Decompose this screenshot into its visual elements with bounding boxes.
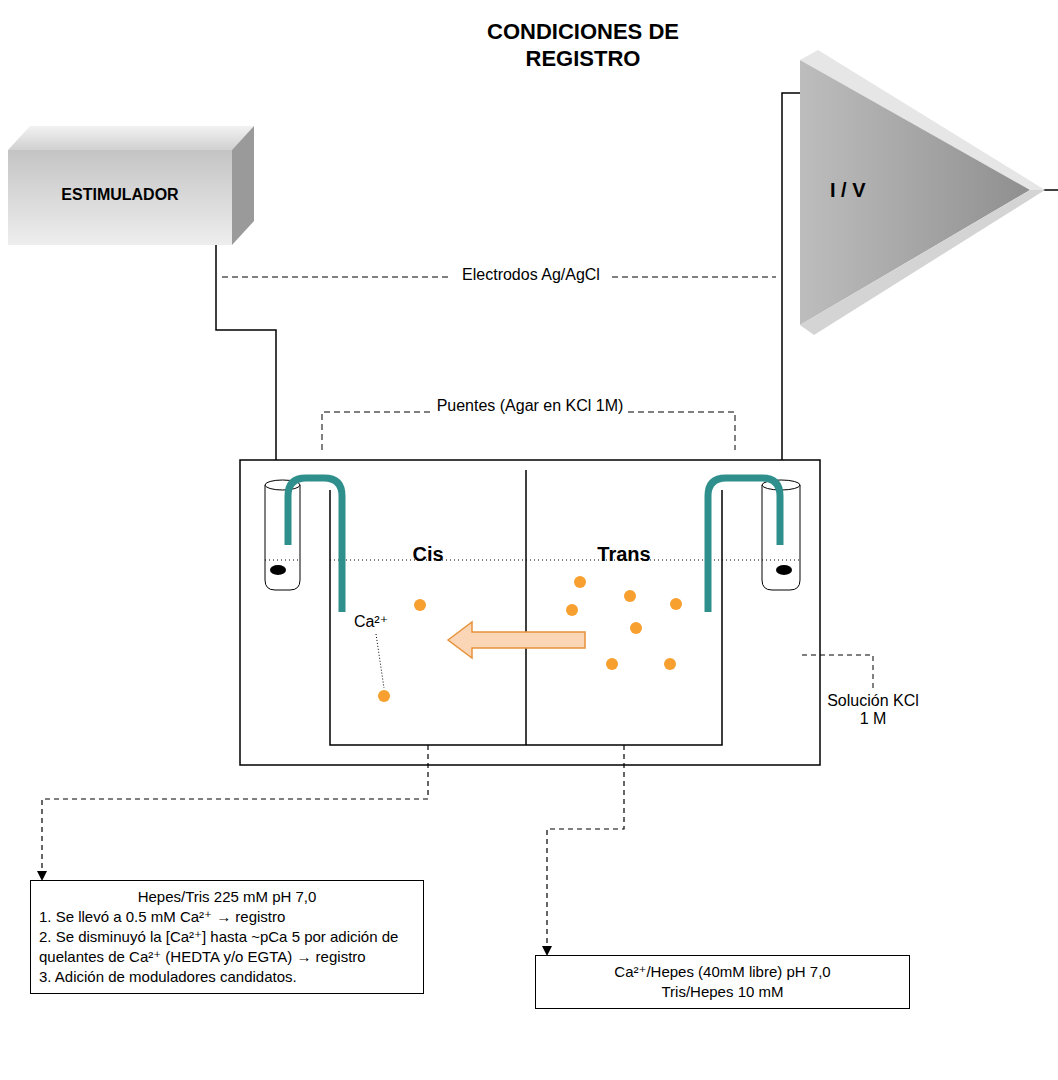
leader-line bbox=[376, 634, 384, 688]
bracket bbox=[628, 412, 735, 450]
node-text: I / V bbox=[830, 179, 866, 202]
amplifier-triangle: I / V bbox=[800, 50, 1045, 340]
node-text: Ca²⁺/Hepes (40mM libre) pH 7,0 bbox=[544, 962, 901, 982]
chamber-housing bbox=[240, 460, 820, 765]
node-text: Cis bbox=[330, 543, 526, 566]
leader-line bbox=[612, 277, 776, 278]
calcium-ions bbox=[378, 576, 682, 702]
solution-label: Solución KCl 1 M bbox=[826, 692, 920, 728]
leader-line bbox=[802, 655, 873, 688]
bridge-label: Puentes (Agar en KCl 1M) bbox=[432, 396, 628, 416]
electrode bbox=[776, 565, 792, 575]
box-side-face bbox=[232, 126, 254, 245]
bilayer-divider bbox=[525, 470, 527, 745]
liquid-level bbox=[330, 560, 800, 561]
node-text: Trans bbox=[526, 543, 722, 566]
node-text: Hepes/Tris 225 mM pH 7,0 bbox=[39, 887, 415, 907]
node-text: 3. Adición de moduladores candidatos. bbox=[39, 967, 415, 987]
node-text: 1. Se llevó a 0.5 mM Ca²⁺ → registro bbox=[39, 907, 415, 927]
flux-arrow bbox=[448, 622, 585, 658]
kcl-tube bbox=[265, 485, 300, 590]
agar-bridge bbox=[708, 478, 780, 612]
agar-bridge bbox=[288, 478, 342, 612]
node-text: Tris/Hepes 10 mM bbox=[544, 982, 901, 1002]
node-text: 2. Se disminuyó la [Ca²⁺] hasta ~pCa 5 p… bbox=[39, 927, 415, 967]
ion-label: Ca²⁺ bbox=[346, 612, 396, 631]
cis-compartment: Cis bbox=[330, 535, 526, 745]
node-text: ESTIMULADOR bbox=[61, 186, 178, 204]
bracket bbox=[322, 412, 432, 450]
trans-solution-box: Ca²⁺/Hepes (40mM libre) pH 7,0Tris/Hepes… bbox=[535, 955, 910, 1009]
box-top-face bbox=[8, 126, 254, 150]
cis-solution-box: Hepes/Tris 225 mM pH 7,01. Se llevó a 0.… bbox=[30, 880, 424, 994]
dashed-connector bbox=[547, 745, 624, 955]
leader-line bbox=[222, 277, 450, 278]
electrode bbox=[270, 565, 286, 575]
diagram-title: CONDICIONES DE REGISTRO bbox=[438, 18, 728, 72]
electrode-label: Electrodos Ag/AgCl bbox=[452, 266, 610, 284]
trans-compartment: Trans bbox=[526, 535, 722, 745]
dashed-connector bbox=[42, 745, 428, 880]
stimulator-box: ESTIMULADOR bbox=[8, 150, 232, 245]
